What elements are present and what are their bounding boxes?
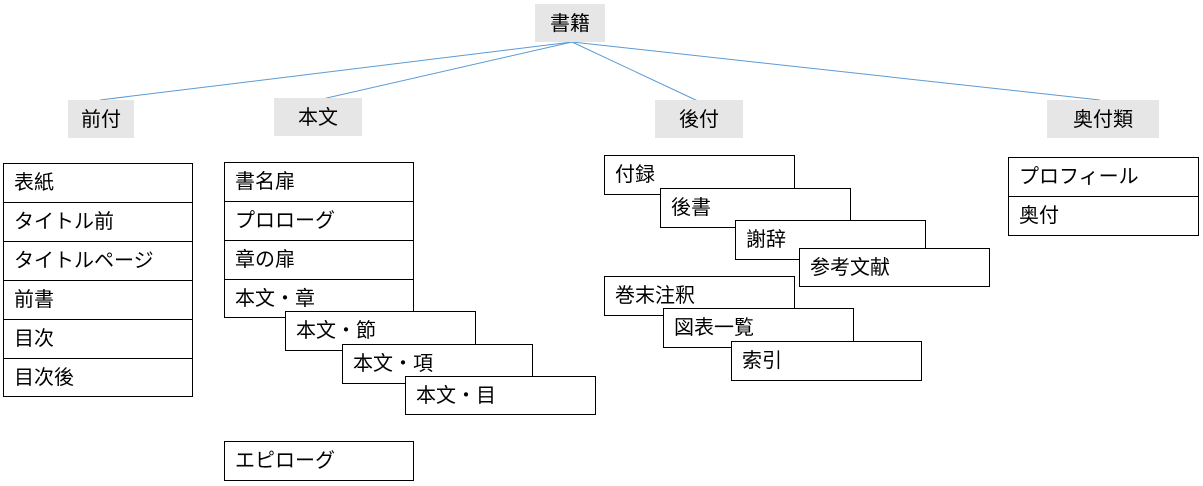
front-item: タイトルページ [3, 241, 193, 281]
front-item: 表紙 [3, 163, 193, 203]
root-node: 書籍 [535, 4, 605, 42]
body-item: 本文・目 [405, 376, 596, 415]
front-item: 目次 [3, 319, 193, 359]
connector-body [317, 41, 573, 101]
category-front: 前付 [68, 100, 134, 138]
front-item: 前書 [3, 280, 193, 320]
back-item: 索引 [731, 341, 922, 381]
body-item: 本文・章 [224, 279, 414, 318]
back-item: 参考文献 [799, 248, 990, 287]
body-item: 章の扉 [224, 240, 414, 280]
connector-colophon [571, 41, 1101, 101]
colophon-item: プロフィール [1008, 157, 1199, 197]
body-item: エピローグ [224, 441, 414, 481]
body-item: プロローグ [224, 201, 414, 241]
colophon-item: 奥付 [1008, 196, 1199, 236]
front-item: タイトル前 [3, 202, 193, 242]
connector-back [571, 41, 701, 103]
front-item: 目次後 [3, 358, 193, 397]
category-colophon: 奥付類 [1047, 100, 1159, 138]
body-item: 書名扉 [224, 162, 414, 202]
category-back: 後付 [655, 100, 743, 138]
connector-front [99, 41, 573, 101]
category-body: 本文 [274, 98, 362, 136]
